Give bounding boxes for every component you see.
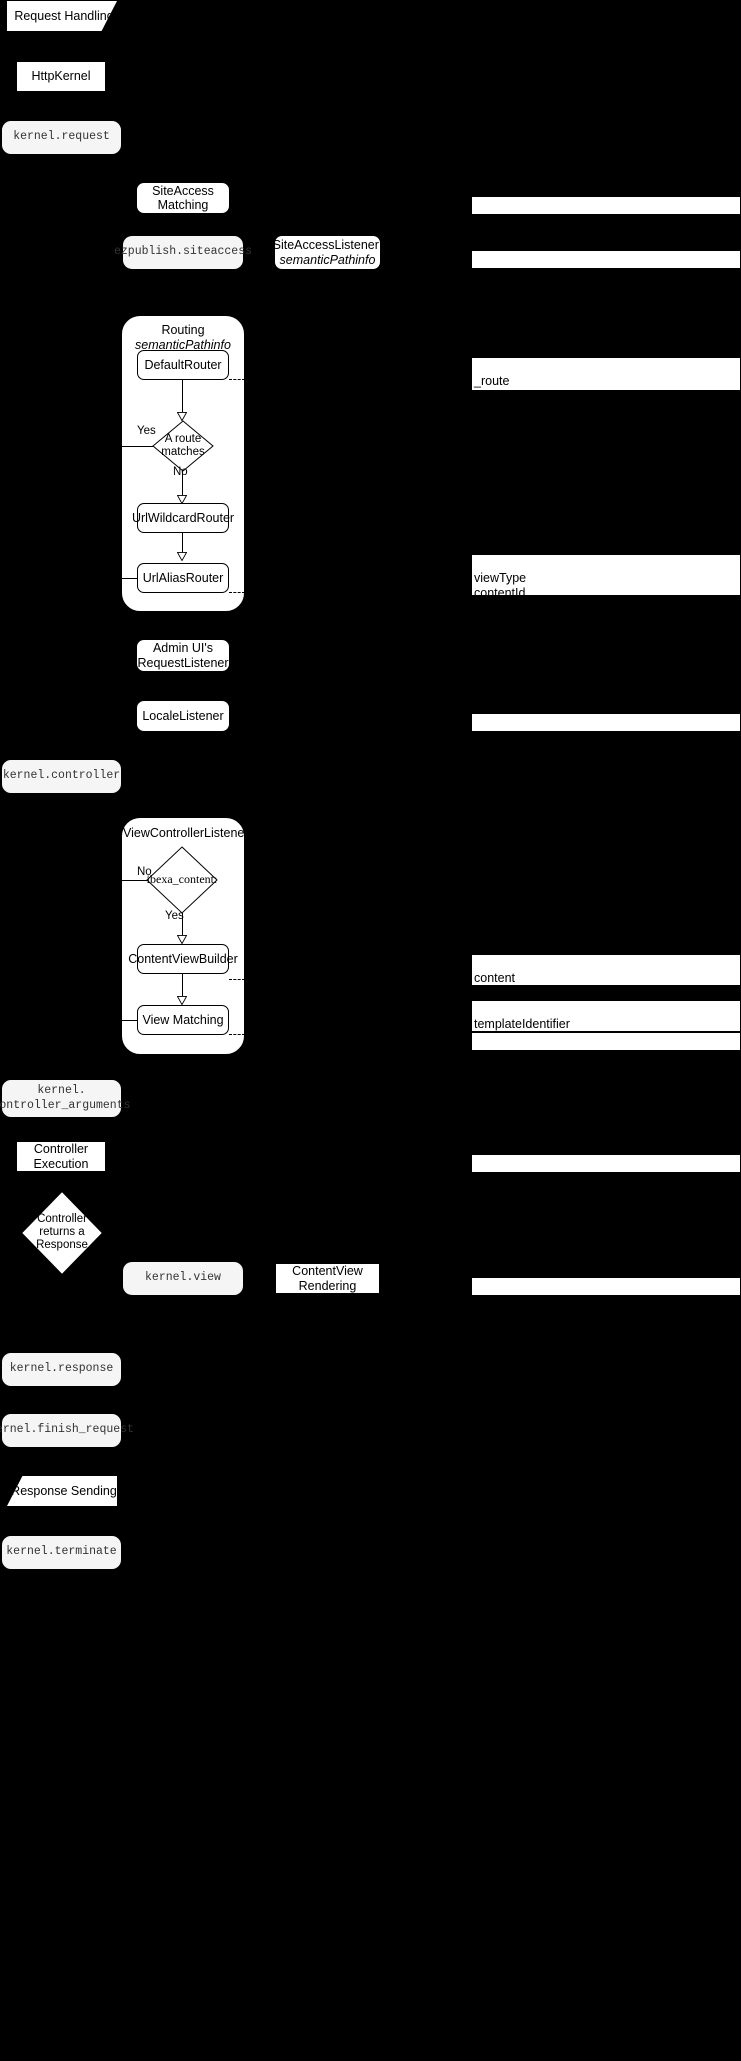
note-semantic-pathinfo: semanticPathinfo <box>471 250 741 281</box>
note-siteaccess: siteaccess <box>471 196 741 227</box>
node-contentview-rendering[interactable]: ContentView Rendering <box>275 1263 380 1294</box>
edge-label-yes-ibexa-content: Yes <box>165 910 184 922</box>
note-text: response <box>474 1293 526 1308</box>
note-viewtype-contentid-locationid: viewType contentId locationId <box>471 554 741 614</box>
node-content-view-builder[interactable]: ContentViewBuilder <box>128 944 238 974</box>
decision-ibexa-content[interactable]: ibexa_content: <box>146 846 218 914</box>
banner-request-handling: Request Handling <box>7 1 117 31</box>
event-label: kernel. controller_arguments <box>0 1084 131 1112</box>
connector-ibexa-yes <box>182 913 183 943</box>
event-kernel-request[interactable]: kernel.request <box>2 121 121 154</box>
group-title-label: ViewControllerListener <box>123 826 249 840</box>
event-label: kernel.response <box>9 1362 114 1376</box>
note-locale: _locale <box>471 713 741 744</box>
event-label: kernel.request <box>13 130 110 144</box>
node-siteaccess-matching[interactable]: SiteAccess Matching <box>137 183 229 213</box>
node-label: SiteAccess Matching <box>152 183 214 212</box>
event-label: ezpublish.siteaccess <box>113 245 253 259</box>
event-kernel-finish-request[interactable]: kernel.finish_request <box>0 1414 134 1447</box>
event-label: kernel.view <box>145 1271 221 1285</box>
edge-label-no-route: No <box>173 466 188 478</box>
note-route-controller: _route _controller <box>471 357 741 403</box>
note-text: semanticPathinfo <box>474 266 570 281</box>
event-kernel-response[interactable]: kernel.response <box>2 1353 121 1386</box>
node-label: HttpKernel <box>31 69 91 84</box>
node-locale-listener[interactable]: LocaleListener <box>137 701 229 731</box>
event-label: kernel.finish_request <box>0 1423 134 1437</box>
dashed-connector-view-matching <box>229 1034 245 1035</box>
node-admin-ui-request-listener[interactable]: Admin UI's RequestListener <box>137 640 229 671</box>
note-text: response/view <box>474 1170 554 1185</box>
node-label-line1: Admin UI's <box>152 641 214 656</box>
decision-a-route-matches[interactable]: A route matches <box>152 420 214 472</box>
connector-ibexa-no <box>122 880 148 881</box>
node-httpkernel[interactable]: HttpKernel <box>16 61 106 92</box>
note-text: content location <box>474 970 518 1000</box>
event-label: kernel.controller <box>2 769 121 783</box>
node-label: ContentView Rendering <box>292 1264 363 1293</box>
node-controller-execution[interactable]: Controller Execution <box>16 1141 106 1172</box>
connector-wildcard-to-alias <box>182 533 183 557</box>
note-template-controller-reference: templateIdentifier controllerReference <box>471 1000 741 1046</box>
note-text: viewType contentId locationId <box>474 570 528 615</box>
connector-route-yes <box>122 446 153 447</box>
node-siteaccess-listener[interactable]: SiteAccessListener: semanticPathinfo <box>272 236 383 269</box>
node-label: ContentViewBuilder <box>128 951 238 966</box>
note-text: _route _controller <box>474 373 533 403</box>
note-response-view: response/view <box>471 1154 741 1185</box>
note-text: view <box>474 1048 500 1063</box>
note-view: view <box>471 1032 741 1063</box>
node-label-line2: RequestListener <box>137 655 229 670</box>
node-url-wildcard-router[interactable]: UrlWildcardRouter <box>132 503 234 533</box>
event-kernel-terminate[interactable]: kernel.terminate <box>2 1536 121 1569</box>
note-content-location: content location <box>471 954 741 1000</box>
arrowhead-down <box>177 935 187 944</box>
banner-response-sending: Response Sending <box>7 1476 117 1506</box>
node-view-matching[interactable]: View Matching <box>137 1005 229 1035</box>
connector-view-matching-left <box>122 1020 138 1021</box>
node-url-alias-router[interactable]: UrlAliasRouter <box>137 563 229 593</box>
decision-controller-returns-response[interactable]: Controller returns a Response <box>22 1192 102 1274</box>
event-kernel-controller-arguments[interactable]: kernel. controller_arguments <box>0 1080 131 1117</box>
event-kernel-controller[interactable]: kernel.controller <box>2 760 121 793</box>
arrowhead-down <box>177 412 187 421</box>
connector-route-no <box>182 471 183 502</box>
arrowhead-down <box>177 996 187 1005</box>
connector-default-to-decision <box>182 380 183 414</box>
note-text: _locale <box>474 729 514 744</box>
event-ezpublish-siteaccess[interactable]: ezpublish.siteaccess <box>114 236 252 269</box>
note-text: siteaccess <box>474 212 533 227</box>
connector-builder-to-view-matching <box>182 974 183 1002</box>
node-default-router[interactable]: DefaultRouter <box>137 350 229 380</box>
group-title-line1: Routing semanticPathinfo <box>135 323 231 352</box>
note-response: response <box>471 1277 741 1308</box>
edge-label-yes-route: Yes <box>137 425 156 437</box>
banner-label: Response Sending <box>11 1484 117 1498</box>
node-label: View Matching <box>142 1012 224 1027</box>
node-label-line2: semanticPathinfo <box>279 252 376 267</box>
event-label: kernel.terminate <box>6 1545 117 1559</box>
node-label: UrlWildcardRouter <box>131 510 235 525</box>
connector-alias-left <box>122 578 138 579</box>
arrowhead-down <box>177 495 187 504</box>
dashed-connector-url-alias-router <box>229 592 245 593</box>
node-label: UrlAliasRouter <box>142 570 224 585</box>
node-label: Controller Execution <box>33 1142 89 1171</box>
edge-label-no-ibexa-content: No <box>137 866 152 878</box>
event-kernel-view[interactable]: kernel.view <box>123 1262 243 1295</box>
banner-label: Request Handling <box>14 9 114 23</box>
node-label-line1: SiteAccessListener: <box>272 238 383 253</box>
arrowhead-down <box>177 552 187 561</box>
dashed-connector-content-view-builder <box>229 979 245 980</box>
group-title: ViewControllerListener <box>123 826 249 841</box>
node-label: DefaultRouter <box>144 357 222 372</box>
dashed-connector-default-router <box>229 379 245 380</box>
node-label: LocaleListener <box>142 708 224 723</box>
